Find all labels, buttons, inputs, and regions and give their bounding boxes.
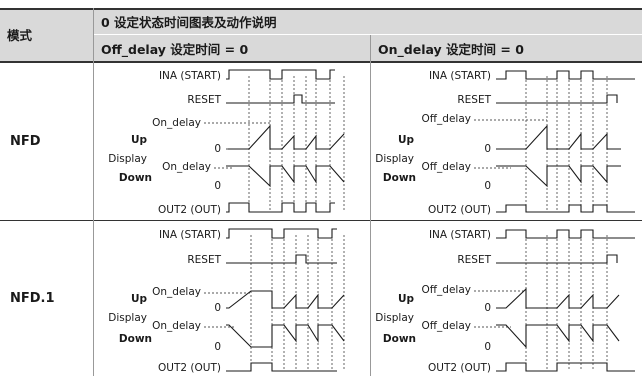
ina-waveform <box>226 228 337 239</box>
off-delay-label: Off_delay <box>422 284 471 296</box>
down-display-waveform <box>226 165 345 188</box>
row-label-nfd1: NFD.1 <box>10 291 55 306</box>
timing-diagram-nfd-off: INA (START) RESET On_delay Up 0 Display … <box>108 69 345 216</box>
grid-line <box>0 220 642 221</box>
timing-diagram-nfd1-off: INA (START) RESET On_delay Up 0 Display … <box>108 228 345 374</box>
out2-label: OUT2 (OUT) <box>428 362 491 374</box>
out2-label: OUT2 (OUT) <box>428 204 491 216</box>
reset-waveform <box>226 254 337 264</box>
ina-label: INA (START) <box>159 229 221 241</box>
reset-label: RESET <box>187 254 221 266</box>
zero-label: 0 <box>214 341 221 353</box>
timing-diagram-nfd-on: INA (START) RESET Off_delay Up 0 Display… <box>375 70 635 216</box>
dashed-guides <box>204 76 345 212</box>
zero-label: 0 <box>484 180 491 192</box>
out2-waveform <box>496 362 635 372</box>
row-label-nfd: NFD <box>10 133 41 149</box>
display-label: Display <box>108 153 147 165</box>
grid-line <box>0 61 642 63</box>
out2-label: OUT2 (OUT) <box>158 362 221 374</box>
col-header-on-delay: On_delay 设定时间 = 0 <box>371 35 642 61</box>
reset-waveform <box>496 94 618 104</box>
on-delay-label: On_delay <box>152 320 201 332</box>
display-label: Display <box>375 153 414 165</box>
down-label: Down <box>383 333 416 345</box>
up-display-waveform <box>496 124 621 150</box>
down-label: Down <box>119 172 152 184</box>
ina-label: INA (START) <box>429 229 491 241</box>
out2-waveform <box>226 202 335 213</box>
reset-label: RESET <box>457 254 491 266</box>
ina-waveform <box>496 229 635 239</box>
col-header-off-delay: Off_delay 设定时间 = 0 <box>94 35 370 61</box>
timing-diagram-nfd1-on: INA (START) RESET Off_delay Up 0 Display… <box>375 229 635 374</box>
zero-label: 0 <box>214 302 221 314</box>
up-display-waveform <box>496 287 620 309</box>
out2-label: OUT2 (OUT) <box>158 204 221 216</box>
section-title: 0 设定状态时间图表及动作说明 <box>94 8 642 34</box>
zero-label: 0 <box>214 180 221 192</box>
down-label: Down <box>383 172 416 184</box>
dashed-guides <box>474 76 608 212</box>
up-display-waveform <box>226 290 345 309</box>
up-label: Up <box>131 293 148 305</box>
ina-label: INA (START) <box>159 70 221 82</box>
on-delay-label: On_delay <box>152 117 201 129</box>
up-label: Up <box>131 134 148 146</box>
zero-label: 0 <box>214 143 221 155</box>
up-display-waveform <box>226 124 345 150</box>
down-display-waveform <box>496 165 621 188</box>
down-label: Down <box>119 333 152 345</box>
down-display-waveform <box>226 324 345 348</box>
grid-line <box>0 8 642 10</box>
off-delay-label: Off_delay <box>422 161 471 173</box>
grid-line <box>93 8 94 376</box>
grid-line <box>370 35 371 376</box>
off-delay-label: Off_delay <box>422 113 471 125</box>
reset-waveform <box>226 94 335 104</box>
mode-header: 模式 <box>0 8 93 61</box>
out2-waveform <box>226 362 337 372</box>
ina-label: INA (START) <box>429 70 491 82</box>
up-label: Up <box>398 134 415 146</box>
zero-label: 0 <box>484 302 491 314</box>
ina-waveform <box>226 69 335 80</box>
down-display-waveform <box>496 324 620 349</box>
display-label: Display <box>375 312 414 324</box>
out2-waveform <box>496 204 635 213</box>
off-delay-label: Off_delay <box>422 320 471 332</box>
on-delay-label: On_delay <box>152 286 201 298</box>
dashed-guides <box>204 235 345 371</box>
zero-label: 0 <box>484 341 491 353</box>
dashed-guides <box>474 235 608 371</box>
ina-waveform <box>496 70 635 80</box>
reset-label: RESET <box>187 94 221 106</box>
reset-waveform <box>496 254 618 264</box>
zero-label: 0 <box>484 143 491 155</box>
reset-label: RESET <box>457 94 491 106</box>
grid-line <box>94 34 642 35</box>
display-label: Display <box>108 312 147 324</box>
on-delay-label: On_delay <box>162 161 211 173</box>
up-label: Up <box>398 293 415 305</box>
